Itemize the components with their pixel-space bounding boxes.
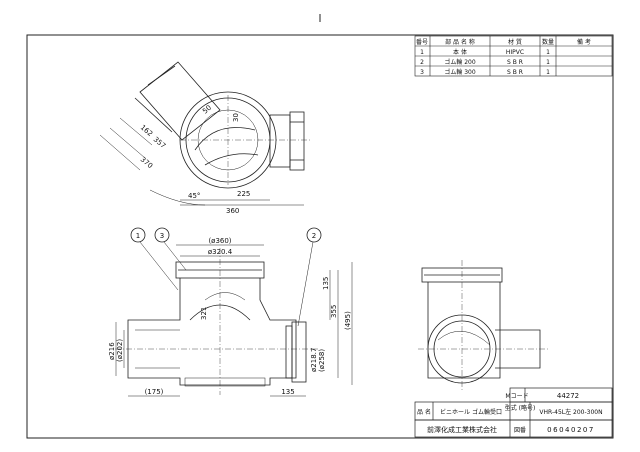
table-header: 備 考 [577,38,591,46]
dim-label: ø218.7 [310,348,318,372]
dim-label: (ø360) [208,237,231,245]
dim-label: 135 [322,277,330,290]
parts-table [414,35,613,77]
table-cell: 1 [546,59,550,66]
top-view [99,61,310,206]
table-header: 数量 [542,38,554,46]
dim-label: 370 [139,155,154,170]
dim-label: 135 [281,388,294,396]
table-header: 部 品 名 称 [445,38,475,46]
parts-table-text: 番号 部 品 名 称 材 質 数量 備 考 1 本 体 HIPVC 1 2 ゴム… [416,38,591,76]
dim-label: (ø202) [116,339,124,362]
table-cell: ゴム輪 300 [444,68,476,76]
callout-label: 1 [136,232,140,240]
callout-label: 2 [312,232,316,240]
table-cell: S B R [507,59,523,66]
callout-circle [306,227,322,243]
dim-label: 360 [226,207,239,215]
model-label: 型式 (略号) [505,404,536,412]
product-value: ビニホール ゴム輪受口 [440,408,502,416]
dim-label: ø320.4 [208,248,233,256]
front-view-text: 1 3 2 (ø360) ø320.4 135 355 (495) 321 ø2… [108,232,352,396]
table-cell: 2 [420,59,424,66]
table-cell: S B R [507,69,523,76]
dim-label: 30 [232,113,240,122]
model-value: VHR-45L左 200-300N [539,408,602,416]
dim-label: 50 [201,104,213,116]
m-code-label: Mコード [505,393,528,400]
dim-label: 45° [188,192,200,200]
side-view [418,260,548,392]
dim-label: ø216 [108,342,116,360]
dim-label: 357 [152,135,167,150]
drawing-frame [26,34,614,439]
product-label: 品 名 [417,408,431,416]
dim-label: (495) [344,311,352,330]
dim-label: (175) [145,388,164,396]
table-cell: ゴム輪 200 [444,58,476,66]
drawing-no-value: 06040207 [547,426,595,434]
dim-label: 321 [200,307,208,320]
table-cell: 本 体 [453,48,467,56]
title-block [414,387,613,438]
top-view-dims: 50 30 162 357 370 45° 225 360 [139,104,251,215]
drawing-no-label: 図番 [514,427,526,434]
table-cell: 1 [546,69,550,76]
title-block-text: Mコード 44272 品 名 ビニホール ゴム輪受口 型式 (略号) VHR-4… [417,392,603,434]
table-cell: 3 [420,69,424,76]
table-cell: 1 [546,49,550,56]
callout-circle [154,227,170,243]
dim-label: 225 [237,190,250,198]
table-cell: 1 [420,49,424,56]
dim-label: 355 [330,305,338,318]
table-cell: HIPVC [506,49,524,56]
company-name: 前澤化成工業株式会社 [427,425,497,434]
callout-label: 3 [160,232,164,240]
table-header: 材 質 [508,38,522,46]
m-code-value: 44272 [557,392,579,400]
callout-circle [130,227,146,243]
dim-label: (ø258) [318,349,326,372]
front-view [115,227,353,397]
table-header: 番号 [416,39,428,46]
